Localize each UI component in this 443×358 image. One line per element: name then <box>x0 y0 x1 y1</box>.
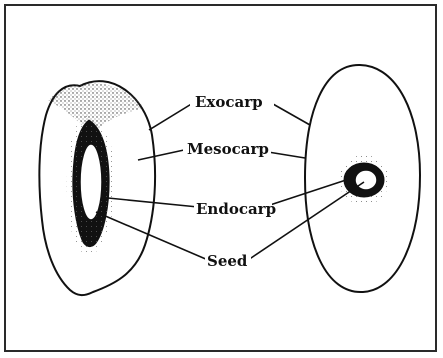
label-seed: Seed <box>207 252 248 270</box>
exocarp-leader-right <box>273 104 310 125</box>
transverse-seed <box>355 170 377 190</box>
exocarp-leader-left <box>149 103 193 130</box>
label-endocarp: Endocarp <box>196 200 276 218</box>
label-mesocarp: Mesocarp <box>187 140 269 158</box>
longitudinal-seed <box>80 144 102 220</box>
longitudinal-section <box>39 81 155 295</box>
mesocarp-leader-right <box>268 152 305 158</box>
label-exocarp: Exocarp <box>195 93 263 111</box>
labels: Exocarp Mesocarp Endocarp Seed <box>183 91 276 270</box>
transverse-section <box>305 65 420 292</box>
